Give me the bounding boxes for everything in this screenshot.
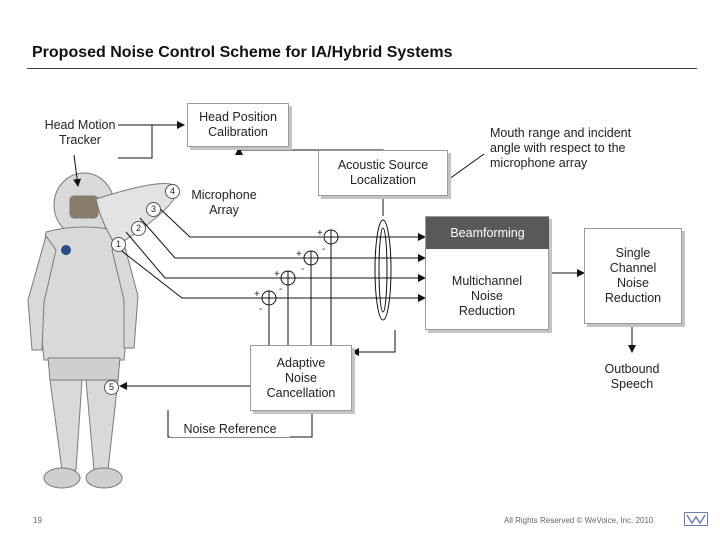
- mic-4-marker: 4: [165, 184, 180, 199]
- head-position-calibration-box: Head Position Calibration: [187, 103, 289, 147]
- sum-3-minus: -: [279, 284, 283, 295]
- wevoice-logo-icon: [684, 512, 708, 526]
- beamforming-header: Beamforming: [426, 217, 549, 249]
- title-underline: [27, 68, 697, 69]
- copyright-notice: All Rights Reserved © WeVoice, Inc. 2010: [504, 516, 654, 525]
- sum-1-plus: +: [317, 228, 323, 239]
- mic-2-marker: 2: [131, 221, 146, 236]
- sum-2-minus: -: [301, 264, 305, 275]
- page-number: 19: [33, 516, 42, 525]
- astronaut-figure: [27, 172, 139, 489]
- mic-3-marker: 3: [146, 202, 161, 217]
- adaptive-noise-cancellation-box: Adaptive Noise Cancellation: [250, 345, 352, 411]
- sum-1-minus: -: [322, 244, 326, 255]
- single-channel-noise-reduction-box: Single Channel Noise Reduction: [584, 228, 682, 324]
- outbound-speech-label: Outbound Speech: [604, 362, 660, 391]
- mic-5-marker: 5: [104, 380, 119, 395]
- mouth-range-label: Mouth range and incident angle with resp…: [490, 126, 632, 170]
- head-motion-tracker-label: Head Motion Tracker: [44, 118, 116, 147]
- acoustic-source-localization-box: Acoustic Source Localization: [318, 150, 448, 196]
- microphone-array-label: Microphone Array: [191, 188, 257, 217]
- sum-4-plus: +: [254, 289, 260, 300]
- sum-4-minus: -: [259, 304, 263, 315]
- mic-1-marker: 1: [111, 237, 126, 252]
- sum-3-plus: +: [274, 269, 280, 280]
- sum-2-plus: +: [296, 249, 302, 260]
- slide-title: Proposed Noise Control Scheme for IA/Hyb…: [32, 44, 453, 61]
- noise-reference-label: Noise Reference: [170, 422, 290, 437]
